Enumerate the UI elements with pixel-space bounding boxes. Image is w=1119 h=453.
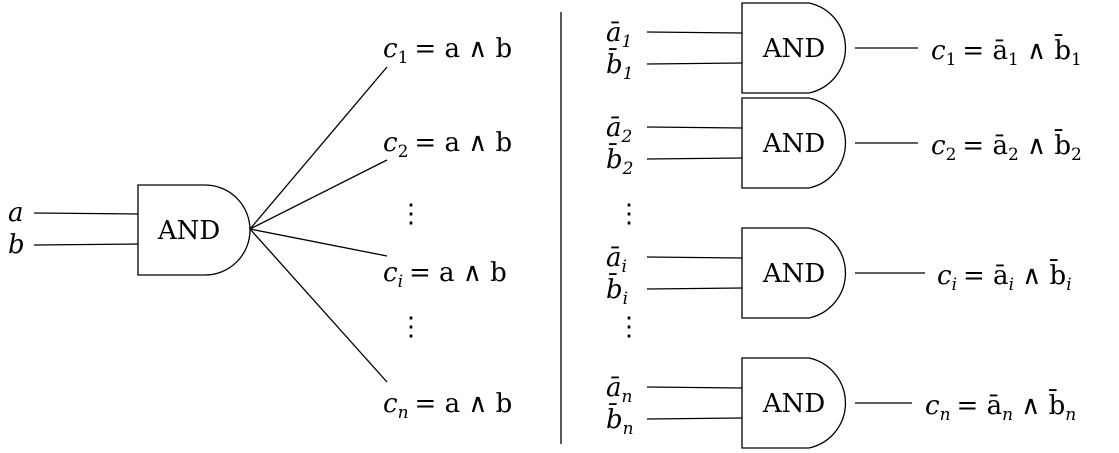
right-wire-ai <box>646 256 743 259</box>
right-input-a1: ā1 <box>606 18 632 52</box>
right-input-an: ān <box>606 373 632 407</box>
left-ellipsis-2: ⋮ <box>398 312 424 342</box>
right-wire-bi <box>646 287 743 290</box>
right-gate-group-2: ā2 b̄2 AND c2= ā2 ∧ b̄2 <box>606 97 1082 189</box>
right-output-ci: ci= āi ∧ b̄i <box>937 258 1072 295</box>
right-ellipsis-2: ⋮ <box>616 312 642 342</box>
left-and-gate <box>137 184 251 276</box>
right-input-ai: āi <box>606 243 627 277</box>
right-input-b2: b̄2 <box>606 142 633 179</box>
fanout-wire-2 <box>249 159 388 230</box>
left-wire-b <box>33 243 139 246</box>
right-wire-a1 <box>646 31 743 34</box>
right-gate-label-1: AND <box>762 34 825 64</box>
right-wire-an <box>646 386 743 389</box>
left-output-ci: ci= a ∧ b <box>383 258 507 292</box>
right-gate-label-i: AND <box>762 259 825 289</box>
right-wire-b1 <box>646 62 743 65</box>
right-input-a2: ā2 <box>606 113 632 147</box>
right-input-bi: b̄i <box>606 272 628 309</box>
left-gate-label: AND <box>157 216 220 246</box>
fanout-wire-i <box>249 228 388 257</box>
right-gate-label-2: AND <box>762 129 825 159</box>
left-output-cn: cn= a ∧ b <box>383 389 512 423</box>
right-gate-group-i: āi b̄i AND ci= āi ∧ b̄i <box>606 227 1072 319</box>
left-ellipsis-1: ⋮ <box>398 199 424 229</box>
right-and-gate-i <box>741 227 847 319</box>
right-output-c1: c1= ā1 ∧ b̄1 <box>931 33 1082 70</box>
fanout-wire-n <box>249 228 388 383</box>
left-wire-a <box>33 212 139 215</box>
right-and-gate-2 <box>741 97 847 189</box>
right-output-c2: c2= ā2 ∧ b̄2 <box>931 128 1082 165</box>
right-wire-b2 <box>646 157 743 160</box>
right-gate-group-n: ān b̄n AND cn= ān ∧ b̄n <box>606 357 1076 449</box>
right-wire-bn <box>646 417 743 420</box>
right-ellipsis-1: ⋮ <box>616 199 642 229</box>
right-input-bn: b̄n <box>606 402 634 439</box>
left-panel: a b AND c1= a ∧ b c2= a ∧ b ⋮ ci= a ∧ b … <box>8 34 512 423</box>
left-input-b: b <box>8 230 25 260</box>
right-gate-group-1: ā1 b̄1 AND c1= ā1 ∧ b̄1 <box>606 2 1082 94</box>
right-and-gate-1 <box>741 2 847 94</box>
right-wire-a2 <box>646 126 743 129</box>
left-output-c2: c2= a ∧ b <box>383 128 512 162</box>
right-panel: ā1 b̄1 AND c1= ā1 ∧ b̄1 ā2 b̄2 AND c2= ā… <box>606 2 1082 449</box>
right-output-cn: cn= ān ∧ b̄n <box>925 388 1076 425</box>
left-output-c1: c1= a ∧ b <box>383 34 512 68</box>
fanout-wire-1 <box>249 66 388 230</box>
left-input-a: a <box>8 198 24 228</box>
right-input-b1: b̄1 <box>606 47 633 84</box>
right-and-gate-n <box>741 357 847 449</box>
right-gate-label-n: AND <box>762 389 825 419</box>
